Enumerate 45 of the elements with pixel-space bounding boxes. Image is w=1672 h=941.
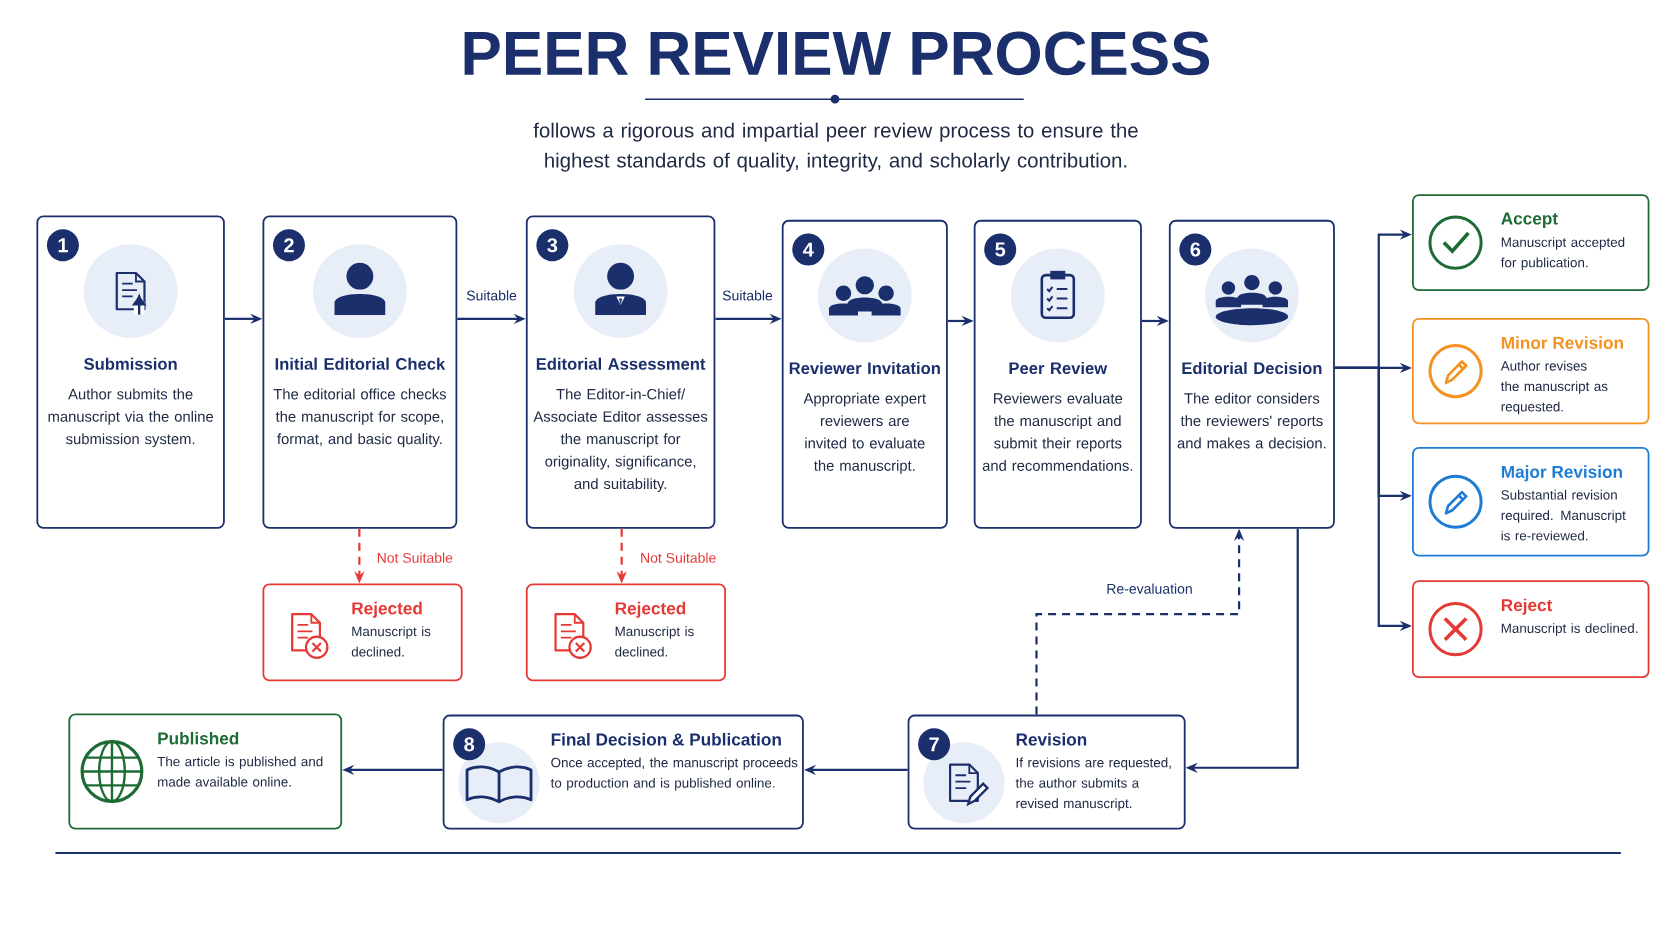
title: PEER REVIEW PROCESS <box>464 31 1210 76</box>
card-text: If revisions are requested, the author submits a revised manuscript. <box>1015 757 1171 812</box>
card-heading: Reviewer Invitation <box>789 362 940 375</box>
number-badge: 7 <box>918 728 951 761</box>
card-text: Substantial revision required. Manuscript is re-reviewed. <box>1501 490 1626 541</box>
card-heading: Initial Editorial Check <box>275 357 446 371</box>
edge-label: Suitable <box>463 287 520 304</box>
number-badge: 4 <box>792 233 825 266</box>
number-badge: 8 <box>453 728 486 761</box>
number-badge: 2 <box>273 229 305 262</box>
card-text: Manuscript is declined. <box>1501 623 1638 636</box>
edge-label: Re-evaluation <box>1103 580 1196 597</box>
card-text: Author revises the manuscript as requested. <box>1500 361 1608 415</box>
card-heading: Editorial Decision <box>1182 362 1322 375</box>
number-badge: 1 <box>46 229 79 262</box>
card-text: The article is published and made available online. <box>157 756 323 787</box>
card-text: Author submits the manuscript via the online submission system. <box>48 388 214 448</box>
subtitle: follows a rigorous and impartial peer review process to ensure the highest standards of quality, integrity, and scholarly contribution. <box>533 122 1138 172</box>
edge-label: Not Suitable <box>637 549 720 567</box>
number-badge: 6 <box>1179 233 1212 266</box>
card-heading: Major Revision <box>1501 465 1622 482</box>
card-text: The Editor-in-Chief/ Associate Editor assesses the manuscript for originality, significance, and suitability. <box>533 388 708 493</box>
card-heading: Rejected <box>352 602 422 619</box>
card-heading: Final Decision & Publication <box>551 733 781 746</box>
edge-label: Not Suitable <box>373 549 456 567</box>
card-text: The editor considers the reviewers' reports and makes a decision. <box>1177 393 1326 449</box>
card-text: Reviewers evaluate the manuscript and submit their reports and recommendations. <box>982 393 1133 472</box>
card-text: The editorial office checks the manuscript for scope, format, and basic quality. <box>273 388 446 448</box>
card-heading: Peer Review <box>1009 362 1108 375</box>
edge-label: Suitable <box>719 287 776 304</box>
card-text: Manuscript is declined. <box>615 626 694 657</box>
card-text: Manuscript accepted for publication. <box>1500 237 1625 271</box>
card-heading: Submission <box>84 357 177 371</box>
card-heading: Minor Revision <box>1501 336 1623 350</box>
number-badge: 5 <box>984 233 1017 266</box>
card-heading: Published <box>158 732 239 745</box>
number-badge: 3 <box>536 229 569 262</box>
card-heading: Accept <box>1501 212 1558 229</box>
card-heading: Rejected <box>615 602 686 619</box>
card-text: Manuscript is declined. <box>351 626 431 657</box>
card-heading: Revision <box>1016 733 1087 746</box>
card-heading: Reject <box>1501 598 1553 615</box>
card-text: Once accepted, the manuscript proceeds to production and is published online. <box>550 757 798 791</box>
card-text: Appropriate expert reviewers are invited to evaluate the manuscript. <box>803 393 926 475</box>
card-heading: Editorial Assessment <box>536 357 706 371</box>
